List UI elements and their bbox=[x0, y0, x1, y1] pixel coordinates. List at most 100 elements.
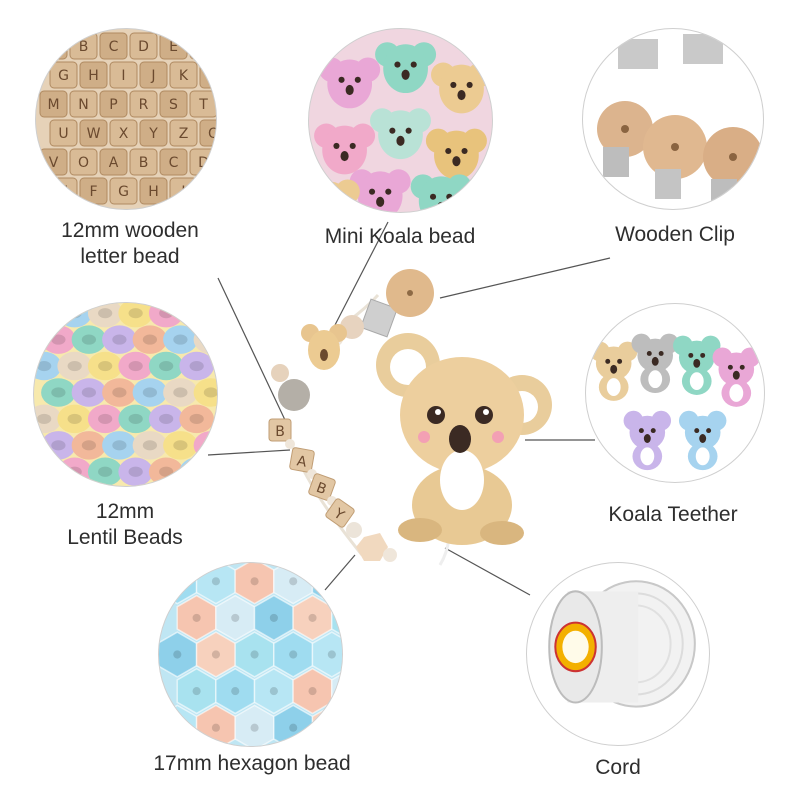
lentil-bead bbox=[57, 457, 92, 486]
mini-koala-bead-photo bbox=[308, 28, 493, 213]
lentil-bead bbox=[87, 351, 123, 381]
hexagon-bead bbox=[159, 563, 198, 605]
spacer-bead bbox=[285, 439, 295, 449]
hexagon-bead bbox=[159, 631, 198, 678]
wooden-letter-cube: C bbox=[159, 148, 188, 176]
lentil-bead bbox=[118, 351, 153, 381]
lentil-bead bbox=[34, 303, 62, 328]
lentil-bead bbox=[87, 303, 123, 328]
svg-text:E: E bbox=[59, 184, 68, 200]
wooden-letter-cube: D bbox=[189, 148, 216, 176]
lentil-bead bbox=[34, 457, 62, 486]
wooden-letter-cube: T bbox=[189, 90, 216, 118]
svg-text:T: T bbox=[198, 97, 208, 113]
svg-text:K: K bbox=[179, 68, 189, 84]
lentil-bead bbox=[148, 303, 184, 328]
wooden-letter-cube: L bbox=[199, 61, 216, 89]
lentil-bead bbox=[102, 325, 137, 354]
svg-text:G: G bbox=[118, 184, 129, 200]
letter-bead-b: B bbox=[308, 473, 336, 501]
lentil-bead bbox=[118, 303, 153, 328]
wooden-letter-cube: G bbox=[109, 177, 138, 205]
koala-teether-variant bbox=[623, 410, 672, 471]
svg-text:C: C bbox=[109, 39, 119, 55]
lentil-bead bbox=[163, 325, 198, 354]
letter-bead-b: B bbox=[268, 418, 292, 442]
wooden-letter-cube: Z bbox=[169, 119, 198, 147]
svg-text:D: D bbox=[198, 155, 209, 171]
svg-text:J: J bbox=[150, 68, 155, 84]
wooden-letter-cube: F bbox=[189, 32, 216, 60]
mini-koala-illustration bbox=[309, 42, 492, 212]
lentil-bead bbox=[87, 457, 123, 486]
mini-koala-bead bbox=[410, 174, 472, 212]
koala-teether-variant bbox=[712, 347, 761, 407]
wooden-letter-cube: J bbox=[199, 177, 216, 205]
hexagon-bead bbox=[292, 667, 333, 715]
hexagon-bead bbox=[176, 667, 217, 715]
lentil-bead bbox=[118, 457, 153, 486]
wooden-cubes-illustration: ABCDEFGHIJKLMNPRSTUWXYZQVOABCDEFGHIJ bbox=[39, 32, 216, 205]
svg-text:O: O bbox=[78, 155, 89, 171]
svg-text:S: S bbox=[169, 97, 178, 113]
svg-text:I: I bbox=[181, 184, 185, 200]
svg-text:A: A bbox=[109, 155, 119, 171]
mini-koala-bead bbox=[431, 62, 492, 114]
lentil-bead bbox=[34, 351, 62, 381]
lentil-bead bbox=[148, 351, 184, 381]
hexagon-bead bbox=[195, 631, 237, 678]
hexagon-bead bbox=[273, 631, 314, 678]
lentil-bead bbox=[71, 325, 107, 354]
svg-text:F: F bbox=[199, 39, 207, 55]
lentil-bead bbox=[132, 431, 168, 460]
lentil-beads-label: 12mm Lentil Beads bbox=[67, 500, 183, 549]
svg-text:H: H bbox=[88, 68, 99, 84]
lentil-bead bbox=[163, 431, 198, 460]
wooden-letter-cube: N bbox=[69, 90, 98, 118]
lentil-bead bbox=[34, 404, 62, 434]
lentil-bead bbox=[57, 351, 92, 381]
wooden-letter-cube: I bbox=[169, 177, 198, 205]
svg-text:G: G bbox=[58, 68, 69, 84]
lentil-bead bbox=[102, 378, 137, 407]
mini-koala-bead bbox=[425, 128, 487, 180]
wooden-letter-cube: R bbox=[129, 90, 158, 118]
mini-koala-bead-label: Mini Koala bead bbox=[324, 225, 476, 248]
wooden-letter-cube: S bbox=[159, 90, 188, 118]
hexagon-bead bbox=[195, 704, 237, 746]
svg-text:U: U bbox=[58, 126, 68, 142]
svg-text:X: X bbox=[119, 126, 129, 142]
koala-teether-variant bbox=[631, 333, 679, 393]
mini-koala-bead bbox=[375, 42, 437, 94]
hexagon-bead bbox=[215, 594, 256, 642]
svg-text:B: B bbox=[275, 424, 285, 440]
wooden-letter-cube: H bbox=[139, 177, 168, 205]
wooden-letter-bead-label: 12mm wooden letter bead bbox=[61, 219, 199, 268]
lentil-bead bbox=[193, 431, 217, 460]
hexagon-bead-photo bbox=[158, 562, 343, 747]
lentil-bead bbox=[148, 457, 184, 486]
wooden-letter-cube: E bbox=[159, 32, 188, 60]
lentil-bead bbox=[179, 404, 214, 434]
hexagon-bead bbox=[159, 704, 198, 746]
hexagon-bead bbox=[253, 667, 295, 715]
hexagon-bead bbox=[234, 563, 275, 605]
wooden-letter-cube: I bbox=[109, 61, 138, 89]
cord-label: Cord bbox=[595, 756, 641, 779]
wooden-letter-cube: P bbox=[99, 90, 128, 118]
wooden-letter-cube: M bbox=[39, 90, 68, 118]
svg-text:P: P bbox=[109, 97, 117, 113]
lentil-bead bbox=[71, 431, 107, 460]
wooden-clip-label: Wooden Clip bbox=[615, 223, 735, 246]
svg-text:R: R bbox=[139, 97, 149, 113]
lentil-bead bbox=[102, 431, 137, 460]
wooden-letter-cube: K bbox=[169, 61, 198, 89]
hexagon-bead bbox=[215, 667, 256, 715]
svg-text:A: A bbox=[49, 39, 59, 55]
hexagon-bead bbox=[234, 631, 275, 678]
wooden-letter-cube: H bbox=[79, 61, 108, 89]
wooden-clip-photo bbox=[582, 28, 764, 210]
svg-text:L: L bbox=[210, 68, 216, 84]
wooden-letter-cube: F bbox=[79, 177, 108, 205]
